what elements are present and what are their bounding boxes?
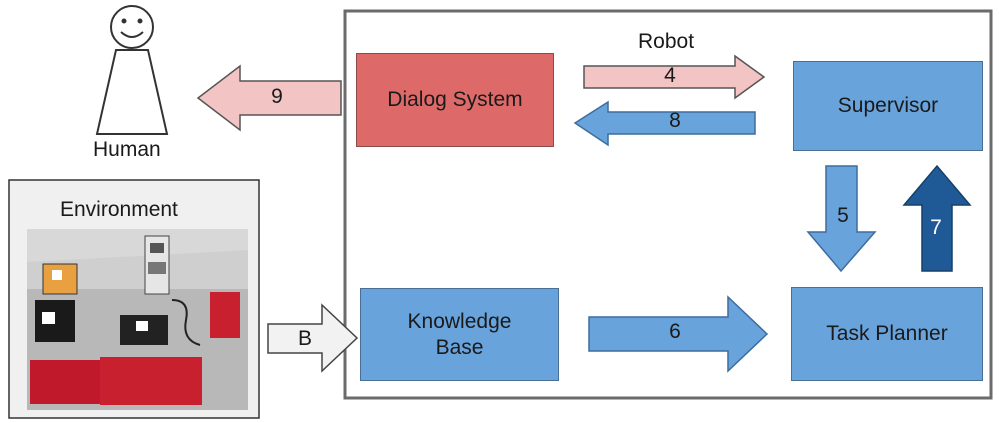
- arrow-5-label: 5: [837, 204, 849, 227]
- knowledge-base-label-line2: Base: [435, 335, 484, 359]
- arrow-b: [267, 303, 359, 373]
- arrow-6: [588, 295, 769, 373]
- arrow-7-label: 7: [930, 216, 942, 239]
- arrow-9-label: 9: [271, 85, 283, 108]
- arrow-6-label: 6: [669, 320, 681, 343]
- knowledge-base-label-line1: Knowledge: [407, 310, 512, 334]
- human-label: Human: [93, 138, 161, 161]
- arrow-4: [583, 54, 766, 100]
- robot-label: Robot: [638, 30, 695, 53]
- task-planner-label: Task Planner: [826, 322, 948, 346]
- arrow-8-label: 8: [669, 109, 681, 132]
- task-planner-box: Task Planner: [791, 287, 983, 381]
- arrow-b-label: B: [297, 327, 312, 350]
- arrow-8: [573, 100, 756, 147]
- supervisor-box: Supervisor: [793, 61, 983, 151]
- human-icon: [95, 5, 169, 135]
- arrow-7: [902, 164, 972, 272]
- dialog-system-label: Dialog System: [387, 88, 523, 112]
- dialog-system-box: Dialog System: [356, 53, 554, 147]
- arrow-9: [196, 64, 342, 132]
- arrow-5: [806, 165, 877, 273]
- arrow-4-label: 4: [664, 64, 676, 87]
- supervisor-label: Supervisor: [837, 94, 939, 118]
- knowledge-base-box: Knowledge Base: [360, 288, 559, 381]
- robot-frame: [343, 9, 993, 400]
- environment-photo: [27, 229, 248, 410]
- environment-label: Environment: [60, 198, 178, 221]
